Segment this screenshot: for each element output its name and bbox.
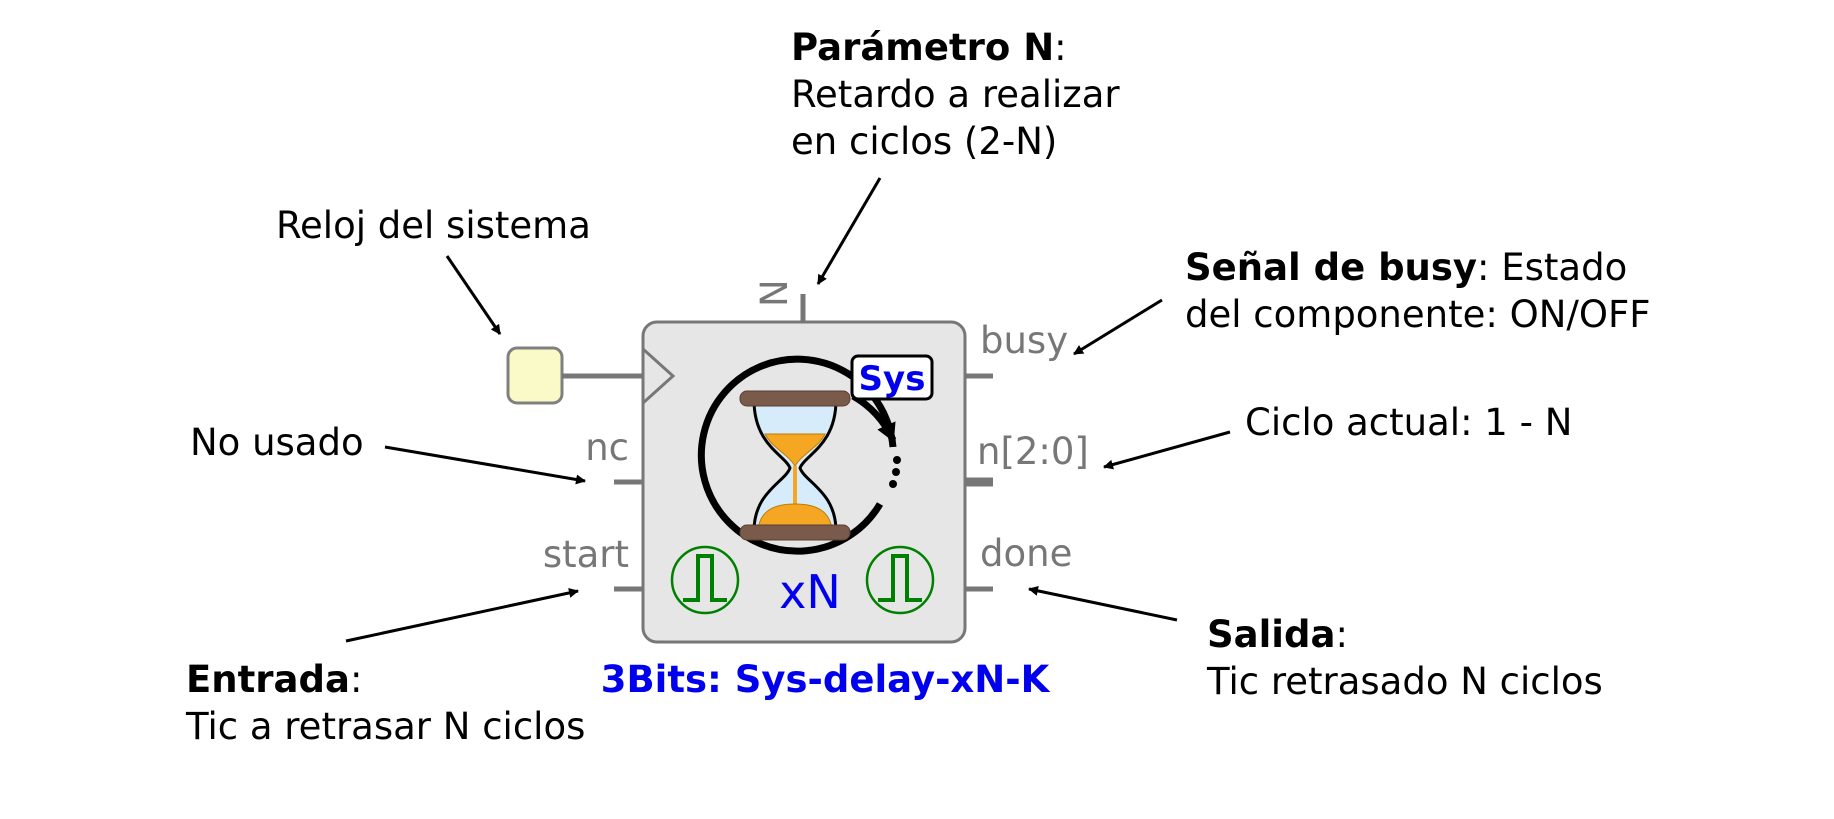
- param-pin-label: N: [753, 279, 796, 307]
- start-pin-label: start: [543, 533, 629, 576]
- pulse-icon: [865, 545, 935, 615]
- nc-pin-label: nc: [585, 426, 629, 469]
- pulse-icon: [670, 545, 740, 615]
- clock-input-box: [506, 346, 564, 405]
- done-annotation-line2: Tic retrasado N ciclos: [1206, 660, 1603, 703]
- start-annotation-line2: Tic a retrasar N ciclos: [185, 705, 585, 748]
- done-pin-label: done: [980, 532, 1072, 575]
- param-annotation-line3: en ciclos (2-N): [791, 120, 1057, 163]
- busy-annotation-bold: Señal de busy: [1185, 246, 1477, 289]
- multiplier-label: xN: [779, 565, 841, 619]
- busy-pin-label: busy: [980, 319, 1068, 362]
- start-annotation-line1: Entrada:: [186, 658, 362, 701]
- busy-arrow: [1073, 298, 1163, 356]
- n-arrow: [1103, 430, 1231, 470]
- param-annotation-line2: Retardo a realizar: [791, 73, 1120, 116]
- clock-annotation: Reloj del sistema: [276, 204, 591, 247]
- clock-triangle-icon: [641, 347, 676, 405]
- nc-annotation: No usado: [190, 421, 364, 464]
- done-arrow: [1028, 585, 1178, 622]
- busy-annotation-rest: : Estado: [1477, 246, 1627, 289]
- done-annotation-line1: Salida:: [1207, 613, 1348, 656]
- busy-annotation-line2: del componente: ON/OFF: [1185, 293, 1651, 336]
- component-title: 3Bits: Sys-delay-xN-K: [601, 658, 1051, 701]
- nc-arrow: [384, 445, 586, 485]
- done-annotation-bold: Salida: [1207, 613, 1335, 656]
- done-annotation-colon: :: [1335, 613, 1347, 656]
- param-annotation-colon: :: [1054, 26, 1066, 69]
- start-arrow: [345, 588, 579, 643]
- start-annotation-bold: Entrada: [186, 658, 350, 701]
- sys-badge-label: Sys: [859, 359, 926, 399]
- n-annotation: Ciclo actual: 1 - N: [1245, 401, 1572, 444]
- param-annotation-title: Parámetro N:: [791, 26, 1067, 69]
- start-annotation-colon: :: [350, 658, 362, 701]
- param-arrow: [816, 177, 882, 285]
- n-pin-label: n[2:0]: [977, 430, 1089, 473]
- busy-annotation-line1: Señal de busy: Estado: [1185, 246, 1627, 289]
- sys-badge: [850, 354, 934, 401]
- clock-arrow: [445, 255, 502, 335]
- param-annotation-bold: Parámetro N: [791, 26, 1054, 69]
